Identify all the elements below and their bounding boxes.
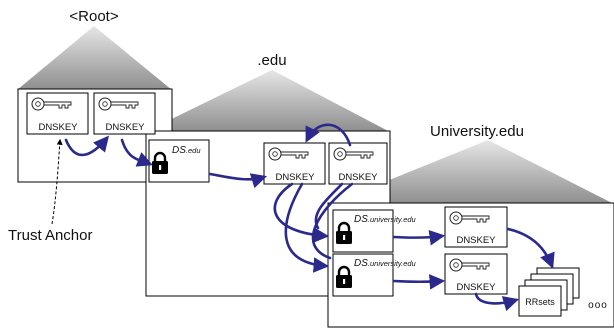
ds-label: DS: [354, 214, 368, 225]
ds-zone-label: .university.edu: [368, 215, 417, 224]
root-dnskey-2: DNSKEY: [93, 92, 156, 135]
trust-anchor-label: Trust Anchor: [8, 227, 92, 244]
svg-text:DS.edu: DS.edu: [172, 145, 201, 156]
rrsets-stack: RRsets: [518, 267, 580, 317]
arrow-univ-key2-to-rrsets: [474, 292, 519, 312]
root-zone-tree: [17, 26, 172, 90]
dnskey-label: DNSKEY: [38, 122, 78, 133]
arrow-edu-key-to-univ-ds-2: [284, 182, 330, 273]
arrow-univ-ds1-to-univ-key1: [392, 230, 446, 246]
ds-label: DS: [172, 145, 186, 156]
dnskey-label: DNSKEY: [456, 235, 496, 246]
root-dnskey-1: DNSKEY: [26, 92, 89, 135]
university-dnskey-1: DNSKEY: [444, 206, 508, 248]
svg-text:DS.university.edu: DS.university.edu: [354, 258, 417, 269]
dnskey-label: DNSKEY: [275, 172, 315, 183]
university-zone-tree: [330, 140, 614, 204]
dnskey-label: DNSKEY: [105, 122, 145, 133]
arrow-edu-key2-to-univ-ds-2: [311, 182, 354, 260]
university-ds-record-1: DS.university.edu: [332, 209, 417, 253]
arrow-edu-ds-to-edu-key: [208, 172, 267, 189]
rrsets-label: RRsets: [525, 297, 555, 307]
dnskey-label: DNSKEY: [338, 172, 378, 183]
arrow-root-key-to-root-key: [64, 135, 109, 157]
arrow-edu-key-to-univ-ds-1a: [273, 182, 330, 243]
arrow-univ-ds2-to-univ-key2: [392, 274, 446, 290]
arrow-univ-key1-to-rrsets: [506, 227, 555, 269]
edu-zone-label: .edu: [257, 52, 286, 69]
edu-zone-tree: [145, 70, 390, 132]
ellipsis: ooo: [588, 300, 608, 311]
dnskey-label: DNSKEY: [456, 282, 496, 293]
edu-ds-record: DS.edu: [148, 139, 210, 183]
edu-dnskey-1: DNSKEY: [263, 142, 326, 185]
ds-zone-label: .edu: [186, 146, 201, 155]
ds-zone-label: .university.edu: [368, 259, 417, 268]
svg-text:DS.university.edu: DS.university.edu: [354, 214, 417, 225]
ds-label: DS: [354, 258, 368, 269]
university-dnskey-2: DNSKEY: [444, 253, 508, 295]
university-zone-label: University.edu: [430, 123, 524, 140]
edu-dnskey-2: DNSKEY: [328, 142, 388, 185]
university-ds-record-2: DS.university.edu: [332, 253, 417, 297]
trust-anchor-arrow: [51, 138, 63, 225]
arrow-edu-key-loop: [305, 123, 352, 147]
root-zone-label: <Root>: [69, 8, 118, 25]
arrow-root-key-to-edu-ds: [120, 138, 153, 167]
